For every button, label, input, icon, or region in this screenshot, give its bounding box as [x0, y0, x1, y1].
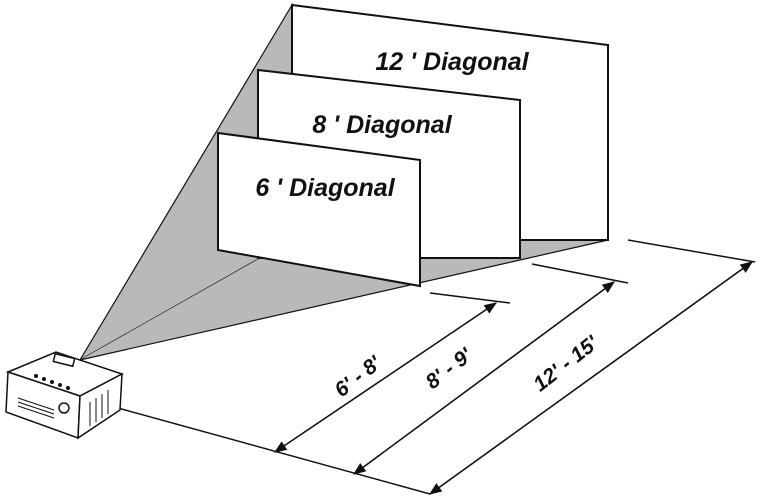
- distance-arrow-6-8: [273, 302, 498, 453]
- floor-projector-line: [117, 407, 431, 495]
- floor-guide-6ft: [429, 292, 511, 304]
- distance-label-8-9: 8' - 9': [421, 343, 477, 394]
- distance-label-6-8: 6' - 8': [330, 351, 386, 402]
- projector-buttons: [34, 374, 70, 390]
- projector-lens: [58, 402, 70, 414]
- projector-top-panel: [52, 352, 76, 368]
- distance-arrows: [273, 261, 754, 495]
- projector-side: [77, 372, 123, 440]
- beam-lower-edge: [79, 239, 609, 361]
- distance-label-12-15: 12' - 15': [529, 331, 603, 396]
- screen-6ft-label: 6 ' Diagonal: [255, 174, 395, 202]
- screen-8ft-label: 8 ' Diagonal: [312, 111, 452, 139]
- floor-guide-8ft: [531, 263, 629, 284]
- projector-icon: [5, 351, 124, 440]
- distance-arrow-12-15: [428, 261, 754, 495]
- projector-vents: [17, 390, 109, 426]
- floor-guide-12ft: [627, 239, 756, 263]
- screen-12ft-label: 12 ' Diagonal: [375, 48, 529, 76]
